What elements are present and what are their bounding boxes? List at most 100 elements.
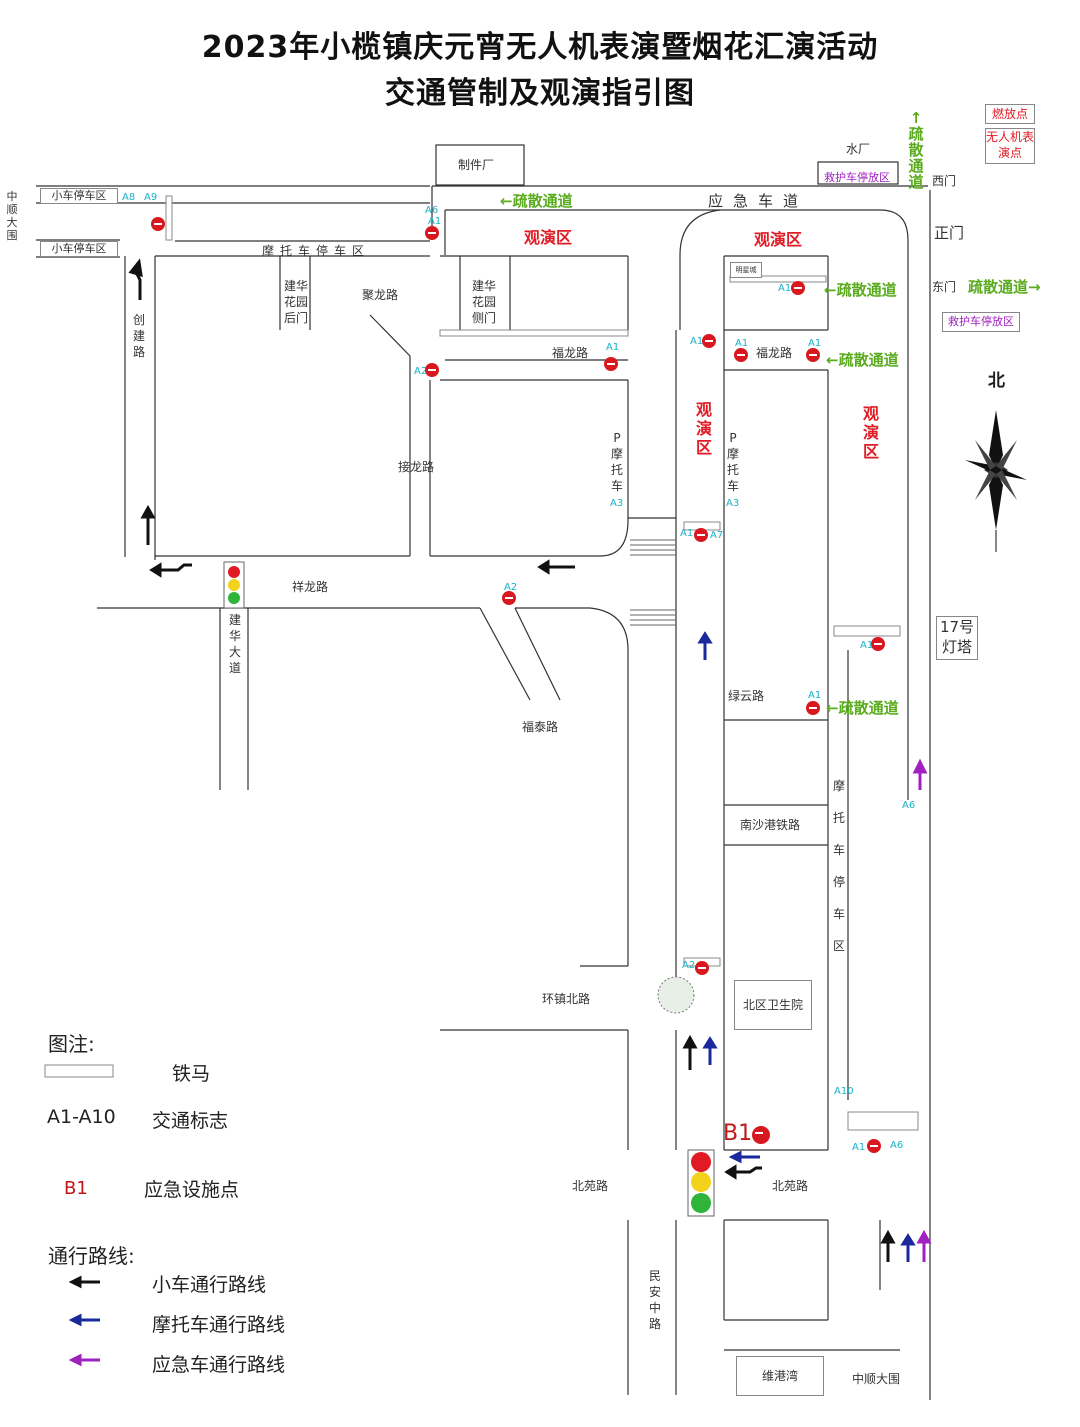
sign-code: A6 <box>890 1140 904 1151</box>
sign-code: A1 <box>690 336 704 347</box>
legend-sign-text: 交通标志 <box>152 1110 229 1132</box>
zhongshundawei-left: 中顺大围 <box>6 190 18 242</box>
nanshagang-rail-label: 南沙港铁路 <box>740 818 801 832</box>
beiqu-hospital: 北区卫生院 <box>734 980 812 1030</box>
dongmen-label: 东门 <box>932 280 957 294</box>
beiyuan-road-label-2: 北苑路 <box>772 1179 809 1193</box>
sign-code: A8 <box>122 192 136 203</box>
beiyuan-road-label-1: 北苑路 <box>572 1179 609 1193</box>
map-subtitle: 交通管制及观演指引图 <box>385 76 695 111</box>
compass-icon <box>965 410 1027 552</box>
legend-moto-route: 摩托车通行路线 <box>152 1314 286 1336</box>
no-entry-icon <box>151 217 165 231</box>
evac-channel-top: ←疏散通道 <box>500 192 573 210</box>
evac-channel-3: ←疏散通道 <box>826 351 899 369</box>
traffic-light-icon <box>687 1149 715 1217</box>
sign-code: A1 <box>852 1142 866 1153</box>
no-entry-icon <box>871 637 885 651</box>
sign-code: A1 <box>860 640 874 651</box>
fulong-road-label-2: 福龙路 <box>756 346 793 360</box>
zhijianchang-label: 制件厂 <box>458 158 495 172</box>
no-entry-icon <box>604 357 618 371</box>
no-entry-icon <box>806 701 820 715</box>
sign-code: A6 <box>902 800 916 811</box>
sign-code: A1 <box>680 528 694 539</box>
no-entry-icon <box>734 348 748 362</box>
small-building: 明星城 <box>730 262 762 278</box>
legend-emerg-route: 应急车通行路线 <box>152 1354 286 1376</box>
viewing-zone-3: 观演区 <box>695 400 712 457</box>
huanzhen-bei-road-label: 环镇北路 <box>542 992 591 1006</box>
map-title: 2023年小榄镇庆元宵无人机表演暨烟花汇演活动 <box>201 30 879 65</box>
jielong-road-label: 接龙路 <box>398 460 435 474</box>
zhongshundawei-bottom: 中顺大围 <box>852 1372 901 1386</box>
sign-code: A9 <box>144 192 158 203</box>
traffic-light-icon <box>223 561 245 609</box>
no-entry-icon <box>425 226 439 240</box>
lighthouse-label: 17号灯塔 <box>936 616 978 660</box>
sign-code: A10 <box>834 1086 854 1097</box>
legend-routes-title: 通行路线: <box>48 1244 135 1268</box>
sign-code: A2 <box>504 582 518 593</box>
viewing-zone-2: 观演区 <box>754 230 803 249</box>
shuichang-label: 水厂 <box>846 142 871 156</box>
sign-code: A1 <box>778 283 792 294</box>
sign-code: A3 <box>610 498 624 509</box>
jianhua-back-gate: 建华花园后门 <box>283 279 308 325</box>
sign-code: A2 <box>414 366 428 377</box>
sign-code: A1 <box>735 338 749 349</box>
viewing-zone-4: 观演区 <box>862 404 879 461</box>
moto-parking-top: 摩托车停车区 <box>262 244 371 258</box>
evac-channel-right-vertical: ↑疏散通道 <box>908 109 924 191</box>
sign-code: A6 <box>425 205 439 216</box>
viewing-zone-1: 观演区 <box>524 228 573 247</box>
legend-car-route: 小车通行路线 <box>152 1274 267 1296</box>
no-entry-icon <box>425 363 439 377</box>
emergency-point-icon <box>752 1126 770 1144</box>
drone-point-label: 无人机表演点 <box>985 128 1035 164</box>
ambulance-east-label: 救护车停放区 <box>942 312 1020 332</box>
lvyun-road-label: 绿云路 <box>728 689 765 703</box>
no-entry-icon <box>867 1139 881 1153</box>
ximen-label: 西门 <box>932 174 957 188</box>
jianhua-dadao-label: 建华大道 <box>228 613 241 675</box>
sign-code: A1 <box>808 338 822 349</box>
sign-code: A1 <box>606 342 620 353</box>
emergency-point-label: B1 <box>723 1121 753 1146</box>
p-moto-1: P摩托车 <box>610 431 623 493</box>
julong-road-label: 聚龙路 <box>362 288 399 302</box>
jianhua-side-gate: 建华花园侧门 <box>471 279 496 325</box>
fulong-road-label-1: 福龙路 <box>552 346 589 360</box>
sign-code: A1 <box>428 216 442 227</box>
xianglong-road-label: 祥龙路 <box>292 580 329 594</box>
zhengmen-label: 正门 <box>934 224 965 242</box>
no-entry-icon <box>695 961 709 975</box>
legend-emerg-code: B1 <box>64 1178 88 1199</box>
no-entry-icon <box>806 348 820 362</box>
legend-emerg-text: 应急设施点 <box>144 1179 240 1201</box>
sign-code: A1 <box>808 690 822 701</box>
small-parking-1: 小车停车区 <box>40 188 118 204</box>
sign-code: A2 <box>682 960 696 971</box>
launch-point-label: 燃放点 <box>985 104 1035 124</box>
yingji-lane-label: 应急车道 <box>708 192 809 210</box>
no-entry-icon <box>502 591 516 605</box>
p-moto-2: P摩托车 <box>726 431 739 493</box>
sign-code: A3 <box>726 498 740 509</box>
evac-channel-1: ←疏散通道 <box>824 281 897 299</box>
sign-code: A7 <box>710 530 724 541</box>
small-parking-2: 小车停车区 <box>40 241 118 257</box>
no-entry-icon <box>694 528 708 542</box>
no-entry-icon <box>791 281 805 295</box>
evac-channel-2: 疏散通道→ <box>968 278 1041 296</box>
legend-title: 图注: <box>48 1032 95 1056</box>
weigangwan-label: 维港湾 <box>736 1356 824 1396</box>
moto-parking-right: 摩托车停车区 <box>832 779 845 953</box>
legend-barrier-text: 铁马 <box>172 1063 211 1085</box>
futai-road-label: 福泰路 <box>522 720 559 734</box>
ambulance-north-label: 救护车停放区 <box>824 171 890 184</box>
north-label: 北 <box>988 371 1005 391</box>
chuangjian-road-label: 创建路 <box>132 313 145 359</box>
no-entry-icon <box>702 334 716 348</box>
